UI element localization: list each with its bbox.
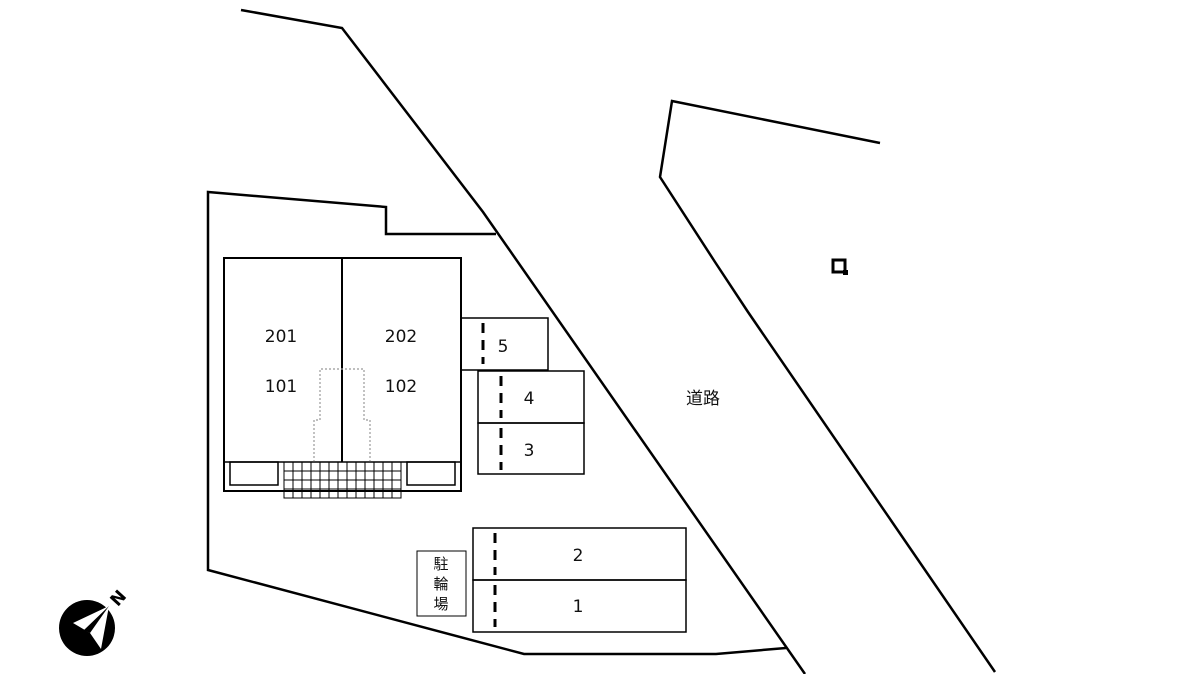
parking-space-3: 3 bbox=[477, 422, 585, 475]
apartment-building bbox=[223, 257, 462, 492]
road-east-edge bbox=[658, 99, 997, 673]
room-102: 102 bbox=[385, 377, 417, 397]
parking-number-5: 5 bbox=[498, 337, 509, 357]
parking-number-2: 2 bbox=[573, 546, 584, 566]
parking-space-1: 1 bbox=[472, 579, 687, 633]
bicycle-parking-label-1: 駐 bbox=[433, 555, 448, 573]
parking-space-4: 4 bbox=[477, 370, 585, 424]
parking-number-4: 4 bbox=[524, 389, 535, 409]
parking-space-2: 2 bbox=[472, 527, 687, 581]
road-marker-icon bbox=[831, 258, 848, 275]
bicycle-parking-label-3: 場 bbox=[433, 595, 448, 613]
road-west-edge bbox=[240, 8, 807, 674]
north-arrow-icon: N bbox=[59, 587, 131, 656]
compass-north-letter: N bbox=[107, 587, 131, 611]
parking-number-3: 3 bbox=[524, 441, 535, 461]
room-101: 101 bbox=[265, 377, 297, 397]
room-202: 202 bbox=[385, 327, 417, 347]
room-201: 201 bbox=[265, 327, 297, 347]
lot-boundary bbox=[206, 190, 787, 656]
parking-space-5: 5 bbox=[460, 317, 549, 371]
stairway-outline bbox=[313, 368, 371, 462]
bicycle-parking-label-2: 輪 bbox=[433, 575, 448, 593]
road-label: 道路 bbox=[686, 389, 720, 409]
parking-number-1: 1 bbox=[573, 597, 584, 617]
bicycle-parking: 駐 輪 場 bbox=[416, 550, 467, 617]
stair-grid bbox=[283, 461, 402, 499]
